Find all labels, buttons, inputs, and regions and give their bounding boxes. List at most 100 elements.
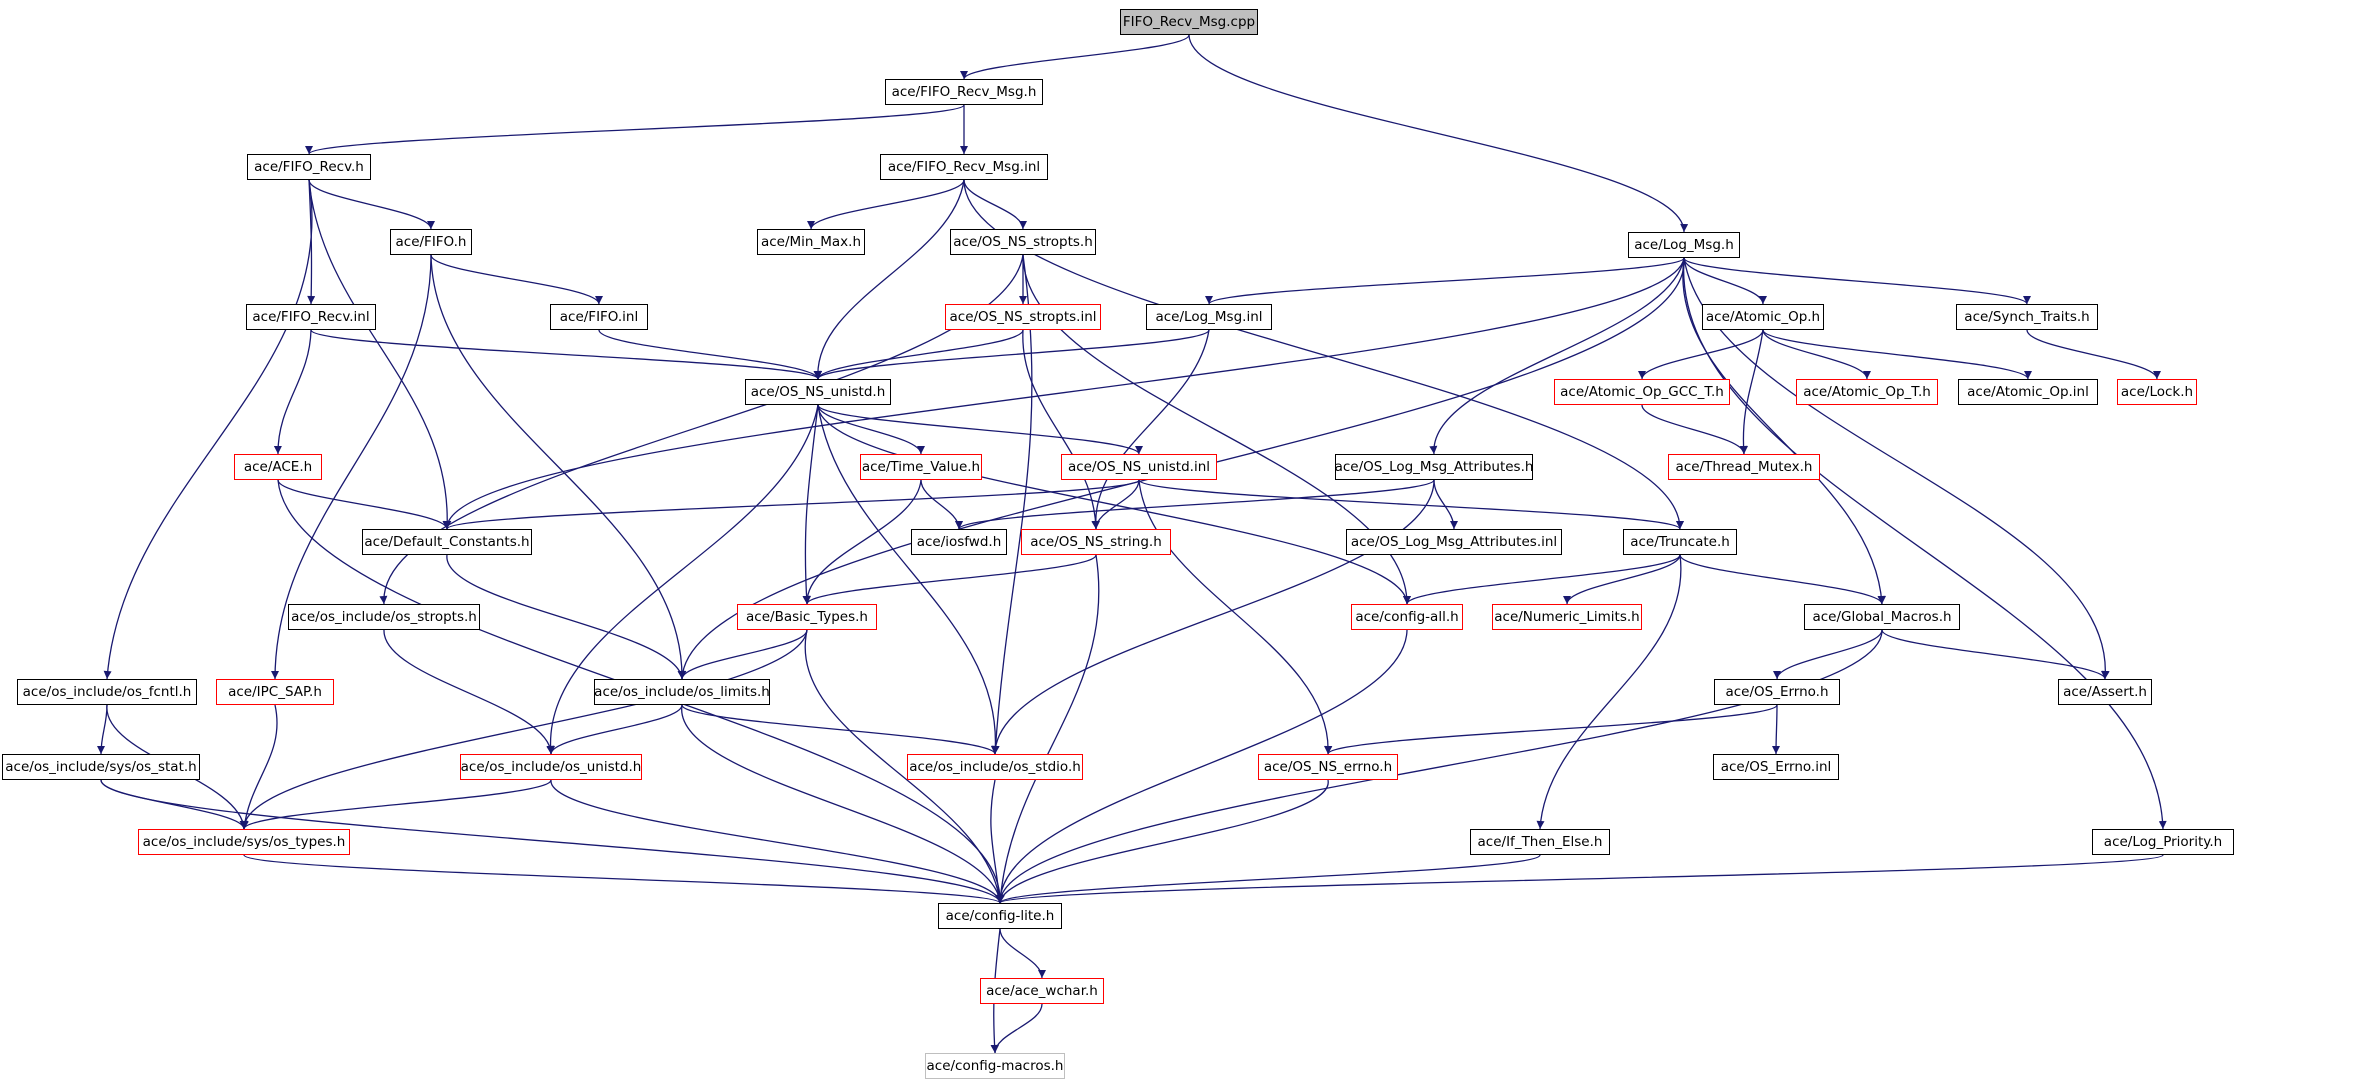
edge-n22-n25 (955, 479, 1435, 530)
edge-n36-n41 (681, 704, 999, 755)
graph-node[interactable]: ace/Log_Priority.h (2092, 829, 2234, 855)
graph-node[interactable]: ace/Min_Max.h (757, 229, 865, 255)
graph-node[interactable]: ace/os_include/sys/os_types.h (138, 829, 350, 855)
graph-node[interactable]: ace/config-all.h (1351, 604, 1463, 630)
edge-n12-n15 (1638, 329, 1764, 380)
edge-n14-n41 (817, 404, 1000, 755)
graph-node[interactable]: ace/OS_NS_stropts.inl (945, 304, 1101, 330)
edge-n20-n30 (802, 479, 922, 605)
edge-n15-n23 (1641, 404, 1748, 455)
edge-n29-n40 (383, 629, 555, 755)
edge-n2-n12 (1683, 257, 1767, 305)
graph-node[interactable]: ace/Truncate.h (1623, 529, 1737, 555)
edge-n2-n22 (1429, 257, 1685, 455)
graph-node[interactable]: ace/Log_Msg.h (1628, 232, 1740, 258)
graph-node[interactable]: ace/Default_Constants.h (362, 529, 532, 555)
graph-node[interactable]: ace/OS_NS_stropts.h (950, 229, 1096, 255)
edge-n2-n46 (1683, 257, 2167, 830)
graph-node[interactable]: ace/Time_Value.h (860, 454, 982, 480)
edge-n22-n41 (991, 479, 1435, 755)
edge-n41-n47 (990, 779, 1004, 904)
graph-node[interactable]: ace/FIFO_Recv_Msg.inl (880, 154, 1048, 180)
edge-n2-n11 (1205, 257, 1685, 305)
edge-n14-n40 (546, 404, 819, 755)
graph-node[interactable]: ace/Numeric_Limits.h (1492, 604, 1642, 630)
graph-node[interactable]: ace/Assert.h (2058, 679, 2152, 705)
edge-n5-n9 (430, 254, 603, 305)
edge-n0-n1 (960, 34, 1190, 80)
graph-node[interactable]: ace/OS_NS_errno.h (1258, 754, 1398, 780)
graph-node[interactable]: ace/IPC_SAP.h (216, 679, 334, 705)
graph-node[interactable]: ace/os_include/os_unistd.h (460, 754, 642, 780)
edge-n33-n38 (1881, 629, 2109, 680)
graph-node[interactable]: ace/os_include/os_stropts.h (288, 604, 480, 630)
edge-n14-n20 (817, 404, 925, 455)
graph-node[interactable]: ace/OS_NS_unistd.inl (1061, 454, 1217, 480)
edge-n11-n26 (1091, 329, 1210, 530)
edge-n26-n47 (996, 554, 1100, 904)
graph-node[interactable]: ace/Thread_Mutex.h (1668, 454, 1820, 480)
graph-node[interactable]: FIFO_Recv_Msg.cpp (1120, 9, 1258, 35)
graph-node[interactable]: ace/ACE.h (234, 454, 322, 480)
graph-node[interactable]: ace/OS_Errno.h (1714, 679, 1840, 705)
graph-node[interactable]: ace/FIFO_Recv.inl (246, 304, 376, 330)
edge-n46-n47 (996, 854, 2164, 904)
edge-n36-n40 (547, 704, 683, 755)
edge-n12-n23 (1739, 329, 1764, 455)
graph-node[interactable]: ace/Synch_Traits.h (1956, 304, 2098, 330)
graph-node[interactable]: ace/OS_Log_Msg_Attributes.h (1335, 454, 1533, 480)
edge-n24-n36 (446, 554, 686, 680)
graph-node[interactable]: ace/OS_Errno.inl (1713, 754, 1839, 780)
edge-n28-n45 (1536, 554, 1682, 830)
graph-node[interactable]: ace/iosfwd.h (911, 529, 1007, 555)
edge-n10-n14 (814, 329, 1024, 380)
graph-node[interactable]: ace/FIFO_Recv.h (247, 154, 371, 180)
graph-node[interactable]: ace/Atomic_Op_T.h (1796, 379, 1938, 405)
graph-node[interactable]: ace/config-lite.h (938, 903, 1062, 929)
graph-node[interactable]: ace/os_include/os_limits.h (594, 679, 770, 705)
graph-node[interactable]: ace/OS_NS_string.h (1021, 529, 1171, 555)
edge-n5-n36 (430, 254, 687, 680)
edge-n12-n16 (1762, 329, 1871, 380)
edge-n33-n47 (996, 629, 1883, 904)
edge-n31-n47 (995, 629, 1408, 904)
edge-n4-n6 (807, 179, 965, 230)
graph-node[interactable]: ace/FIFO.h (390, 229, 472, 255)
edge-n14-n21 (817, 404, 1143, 455)
edge-n3-n34 (103, 179, 313, 680)
edge-n11-n14 (814, 329, 1210, 380)
edge-n35-n44 (240, 704, 278, 830)
graph-node[interactable]: ace/Atomic_Op.inl (1958, 379, 2098, 405)
edge-n40-n47 (550, 779, 1004, 904)
edge-n3-n5 (308, 179, 435, 230)
graph-node[interactable]: ace/Global_Macros.h (1804, 604, 1960, 630)
graph-node[interactable]: ace/FIFO_Recv_Msg.h (885, 79, 1043, 105)
graph-node[interactable]: ace/OS_Log_Msg_Attributes.inl (1346, 529, 1562, 555)
graph-node[interactable]: ace/ace_wchar.h (980, 978, 1104, 1004)
edge-n5-n35 (271, 254, 432, 680)
edge-n39-n44 (100, 779, 248, 830)
edge-n3-n24 (308, 179, 452, 530)
graph-node[interactable]: ace/Lock.h (2117, 379, 2197, 405)
graph-node[interactable]: ace/Log_Msg.inl (1146, 304, 1272, 330)
graph-node[interactable]: ace/Basic_Types.h (737, 604, 877, 630)
graph-node[interactable]: ace/os_include/os_stdio.h (907, 754, 1083, 780)
edge-n37-n43 (1772, 704, 1781, 755)
graph-node[interactable]: ace/Atomic_Op.h (1702, 304, 1824, 330)
edge-n2-n13 (1683, 257, 2031, 305)
edge-n28-n31 (1403, 554, 1681, 605)
graph-node[interactable]: ace/If_Then_Else.h (1470, 829, 1610, 855)
graph-node[interactable]: ace/OS_NS_unistd.h (745, 379, 891, 405)
graph-node[interactable]: ace/os_include/sys/os_stat.h (2, 754, 200, 780)
edge-n39-n47 (100, 779, 1004, 904)
edge-n30-n47 (804, 629, 1004, 904)
edge-n0-n2 (1188, 34, 1689, 233)
edge-n28-n32 (1563, 554, 1681, 605)
graph-node[interactable]: ace/os_include/os_fcntl.h (17, 679, 197, 705)
graph-node[interactable]: ace/FIFO.inl (550, 304, 648, 330)
edge-n9-n14 (598, 329, 822, 380)
graph-node[interactable]: ace/config-macros.h (925, 1053, 1065, 1079)
edge-n45-n47 (996, 854, 1541, 904)
graph-node[interactable]: ace/Atomic_Op_GCC_T.h (1554, 379, 1730, 405)
